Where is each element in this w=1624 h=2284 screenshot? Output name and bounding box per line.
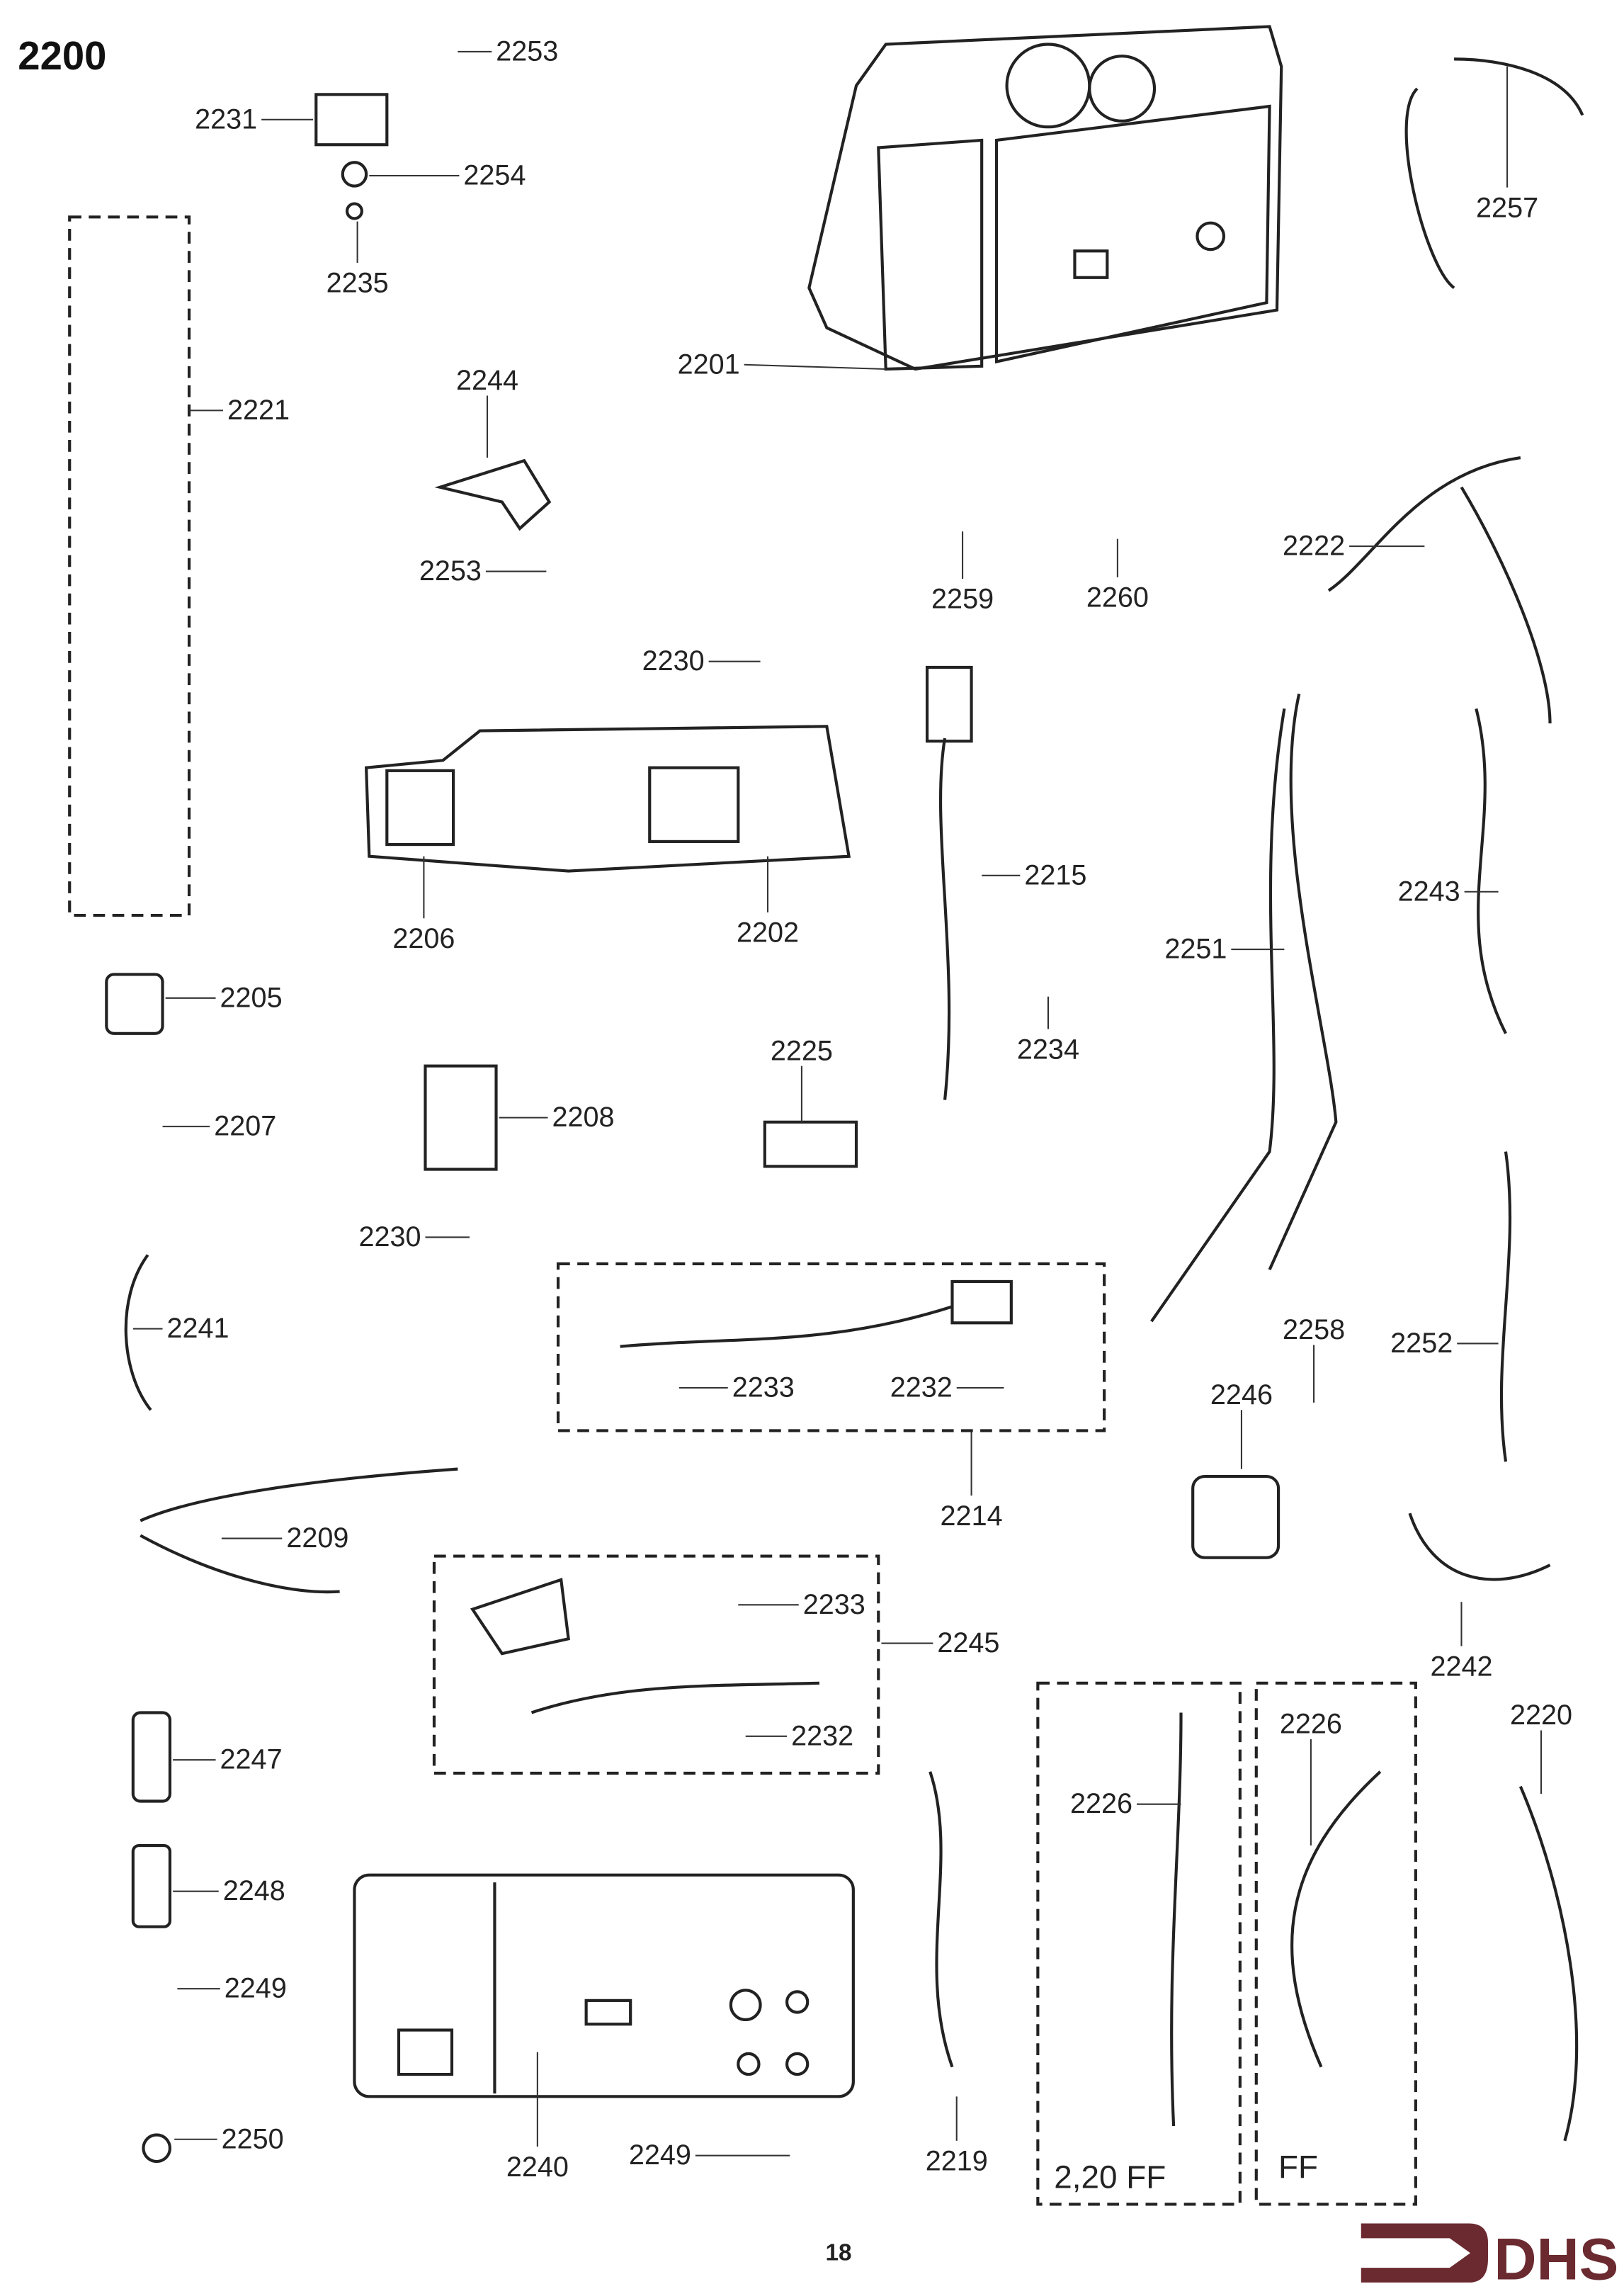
callout-label: 2214 [941, 1500, 1003, 1532]
dhs-logo: DHS [1361, 2223, 1618, 2284]
callout-label: 2207 [214, 1111, 276, 1142]
callout-label: 2244 [456, 365, 518, 396]
callout-label: 2252 [1390, 1328, 1453, 1359]
callout-label: 2231 [195, 103, 257, 135]
callout-label: 2253 [419, 555, 482, 587]
callout-label: 2257 [1476, 192, 1538, 223]
callout-label: 2219 [926, 2146, 988, 2177]
callout-label: 2249 [629, 2139, 691, 2171]
callout-label: 2251 [1164, 934, 1227, 965]
callout-label: 2248 [223, 1875, 285, 1906]
callout-label: 2208 [552, 1102, 614, 1133]
callout-label: 2222 [1283, 531, 1345, 562]
callout-label: 2243 [1398, 876, 1460, 907]
callout-label: 2226 [1280, 1709, 1342, 1740]
callout-label: 2202 [737, 917, 799, 949]
group-box-2214 [556, 1262, 1106, 1432]
callout-label: 2232 [791, 1720, 853, 1751]
callout-label: 2240 [506, 2152, 569, 2183]
callout-label: 2220 [1510, 1700, 1572, 1731]
callout-label: 2260 [1086, 582, 1149, 614]
variant-label-left: 2,20 FF [1054, 2159, 1166, 2195]
callout-label: 2234 [1017, 1034, 1079, 1065]
group-box-2221 [68, 215, 191, 917]
callout-label: 2241 [167, 1313, 229, 1344]
callout-label: 2246 [1210, 1379, 1273, 1410]
callout-label: 2230 [358, 1221, 421, 1253]
callout-label: 2254 [463, 160, 526, 191]
callout-label: 2205 [220, 982, 283, 1013]
group-box-2226-b [1254, 1681, 1417, 2206]
callout-label: 2209 [286, 1522, 348, 1554]
section-title: 2200 [18, 33, 106, 78]
callout-label: 2206 [392, 923, 455, 954]
callout-label: 2253 [496, 35, 558, 67]
group-box-2245 [432, 1554, 880, 1775]
callout-label: 2249 [225, 1973, 287, 2004]
callout-label: 2201 [678, 349, 740, 380]
callout-label: 2215 [1024, 859, 1086, 891]
variant-label-right: FF [1278, 2149, 1318, 2185]
callout-label: 2233 [803, 1589, 865, 1620]
callout-label: 2225 [771, 1035, 833, 1066]
callout-label: 2232 [890, 1372, 953, 1403]
pcb-2202 [364, 725, 851, 873]
callout-label: 2235 [326, 268, 389, 299]
callout-label: 2250 [222, 2123, 284, 2154]
callout-label: 2233 [732, 1372, 795, 1403]
svg-text:DHS: DHS [1494, 2227, 1618, 2284]
page-number: 18 [825, 2240, 851, 2266]
callout-label: 2259 [931, 584, 994, 615]
callout-label: 2258 [1283, 1314, 1345, 1345]
callout-label: 2226 [1070, 1788, 1132, 1819]
leader-line [744, 363, 886, 371]
callout-label: 2221 [227, 395, 290, 426]
callout-label: 2242 [1430, 1651, 1492, 1682]
panel-2240 [353, 1873, 855, 2098]
housing-2201 [807, 25, 1283, 371]
callout-label: 2247 [220, 1744, 283, 1775]
callout-label: 2230 [642, 645, 705, 677]
misc-parts [105, 57, 1584, 2164]
group-box-2226-a [1036, 1681, 1242, 2206]
callout-label: 2245 [937, 1627, 999, 1658]
